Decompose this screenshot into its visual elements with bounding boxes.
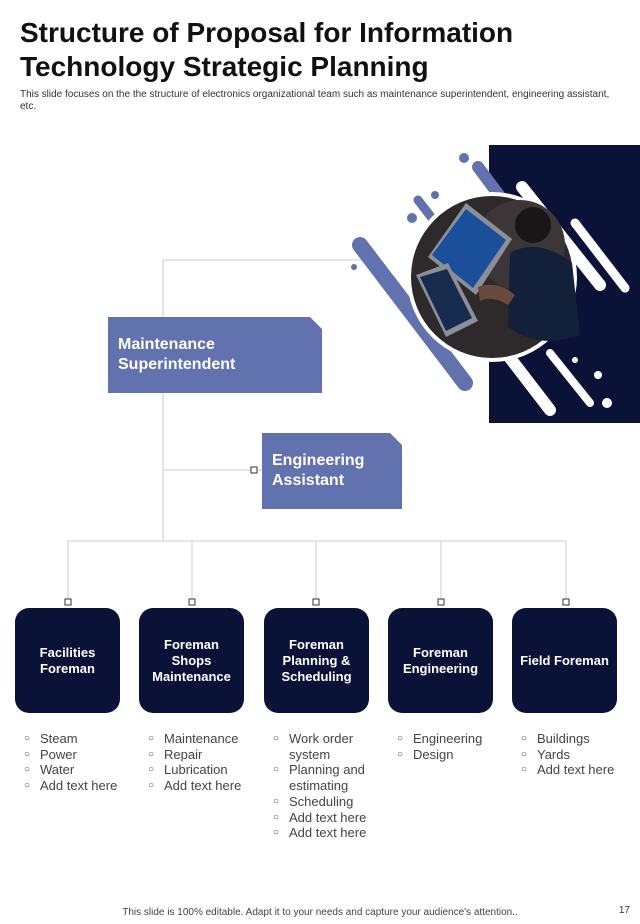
accent-dots: [351, 153, 469, 270]
role-box-facilities-foreman: Facilities Foreman: [15, 608, 120, 713]
foreman-shops-maintenance-list: Maintenance Repair Lubrication Add text …: [148, 731, 258, 794]
engineering-assistant-label: Engineering Assistant: [272, 452, 365, 489]
role-box-field-foreman: Field Foreman: [512, 608, 617, 713]
role-label: Field Foreman: [520, 652, 609, 668]
engineering-assistant-box: Engineering Assistant: [262, 433, 402, 509]
foreman-planning-scheduling-list: Work order system Planning and estimatin…: [273, 731, 381, 841]
connector-node-1: [64, 598, 72, 606]
maintenance-superintendent-label: Maintenance Superintendent: [118, 336, 236, 373]
role-box-foreman-engineering: Foreman Engineering: [388, 608, 493, 713]
connector-node-3: [312, 598, 320, 606]
list-item: Repair: [148, 747, 258, 763]
connector-node-4: [437, 598, 445, 606]
role-label: Foreman Shops Maintenance: [152, 636, 231, 684]
connector-node-assistant: [250, 466, 258, 474]
foreman-engineering-list: Engineering Design: [397, 731, 507, 762]
facilities-foreman-list: Steam Power Water Add text here: [24, 731, 134, 794]
white-dots: [572, 271, 612, 408]
role-label: Facilities Foreman: [39, 644, 96, 676]
list-item: Engineering: [397, 731, 507, 747]
slide-subtitle: This slide focuses on the the structure …: [20, 89, 610, 112]
list-item: Lubrication: [148, 762, 258, 778]
list-item: Power: [24, 747, 134, 763]
list-item: Yards: [521, 747, 631, 763]
decorative-graphic: [351, 145, 640, 423]
maintenance-superintendent-box: Maintenance Superintendent: [108, 317, 322, 393]
connector-node-2: [188, 598, 196, 606]
list-item: Add text here: [273, 825, 381, 841]
role-box-foreman-shops-maintenance: Foreman Shops Maintenance: [139, 608, 244, 713]
list-item: Add text here: [273, 810, 381, 826]
connector-node-5: [562, 598, 570, 606]
role-box-foreman-planning-scheduling: Foreman Planning & Scheduling: [264, 608, 369, 713]
list-item: Add text here: [148, 778, 258, 794]
field-foreman-list: Buildings Yards Add text here: [521, 731, 631, 778]
list-item: Planning and estimating: [273, 762, 381, 793]
photo-circle: [407, 192, 580, 362]
page-number: 17: [618, 905, 630, 916]
list-item: Steam: [24, 731, 134, 747]
list-item: Add text here: [24, 778, 134, 794]
list-item: Design: [397, 747, 507, 763]
list-item: Work order system: [273, 731, 381, 762]
footer-note: This slide is 100% editable. Adapt it to…: [122, 907, 518, 918]
list-item: Buildings: [521, 731, 631, 747]
list-item: Water: [24, 762, 134, 778]
list-item: Maintenance: [148, 731, 258, 747]
slide-title: Structure of Proposal for Information Te…: [20, 17, 514, 82]
role-label: Foreman Planning & Scheduling: [281, 636, 352, 684]
list-item: Add text here: [521, 762, 631, 778]
role-label: Foreman Engineering: [402, 644, 479, 676]
list-item: Scheduling: [273, 794, 381, 810]
